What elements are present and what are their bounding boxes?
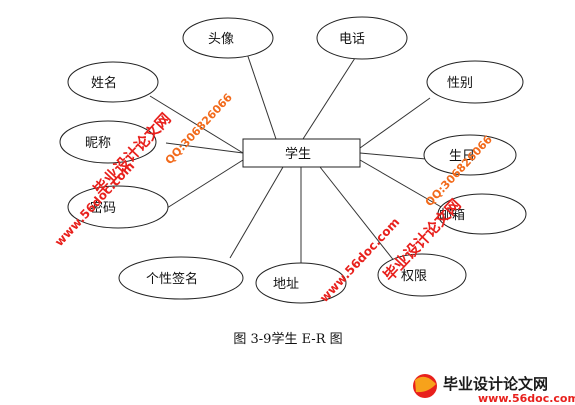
line-email — [359, 159, 444, 209]
attr-label-phone: 电话 — [339, 32, 365, 47]
line-permission — [319, 166, 396, 263]
line-gender — [359, 97, 431, 149]
line-signature — [229, 166, 284, 259]
attr-label-signature: 个性签名 — [146, 271, 198, 287]
relationship-lines — [149, 26, 444, 265]
attr-ellipse-permission — [377, 253, 467, 297]
attr-label-birthday: 生日 — [449, 149, 475, 164]
attr-label-password: 密码 — [90, 200, 116, 216]
attr-ellipse-nickname — [59, 120, 157, 164]
attr-label-address: 地址 — [273, 277, 299, 292]
entity-label-student: 学生 — [285, 146, 311, 162]
attr-label-nickname: 昵称 — [85, 136, 111, 151]
attr-ellipse-name — [67, 61, 159, 103]
attr-label-gender: 性别 — [447, 76, 473, 91]
line-birthday — [359, 152, 427, 160]
line-name — [149, 95, 244, 154]
watermark-url-right: www.56doc.com — [317, 215, 402, 305]
logo-swoosh-icon — [415, 376, 436, 393]
entity-box-student — [242, 138, 361, 168]
logo-title: 毕业设计论文网 — [443, 375, 548, 393]
figure-caption: 图 3-9学生 E-R 图 — [233, 331, 342, 347]
line-phone — [302, 57, 356, 140]
attr-ellipse-password — [67, 185, 169, 229]
logo-url: www.56doc.com — [478, 392, 575, 405]
watermark-qq-left: QQ:306826066 — [163, 91, 235, 167]
attr-ellipse-birthday — [423, 134, 517, 176]
attr-ellipse-phone — [316, 16, 408, 60]
attr-ellipse-gender — [426, 60, 524, 104]
attr-ellipse-signature — [118, 256, 244, 300]
attr-label-permission: 权限 — [401, 268, 427, 284]
attr-label-avatar: 头像 — [208, 32, 234, 47]
attr-label-name: 姓名 — [91, 75, 117, 91]
site-logo: 毕业设计论文网 www.56doc.com — [413, 374, 575, 405]
attr-label-email: 邮箱 — [439, 207, 465, 223]
attr-ellipse-email — [437, 193, 527, 235]
attr-ellipse-avatar — [182, 17, 274, 59]
attr-ellipse-address — [255, 262, 347, 304]
line-nickname — [165, 142, 244, 154]
line-password — [166, 159, 244, 209]
